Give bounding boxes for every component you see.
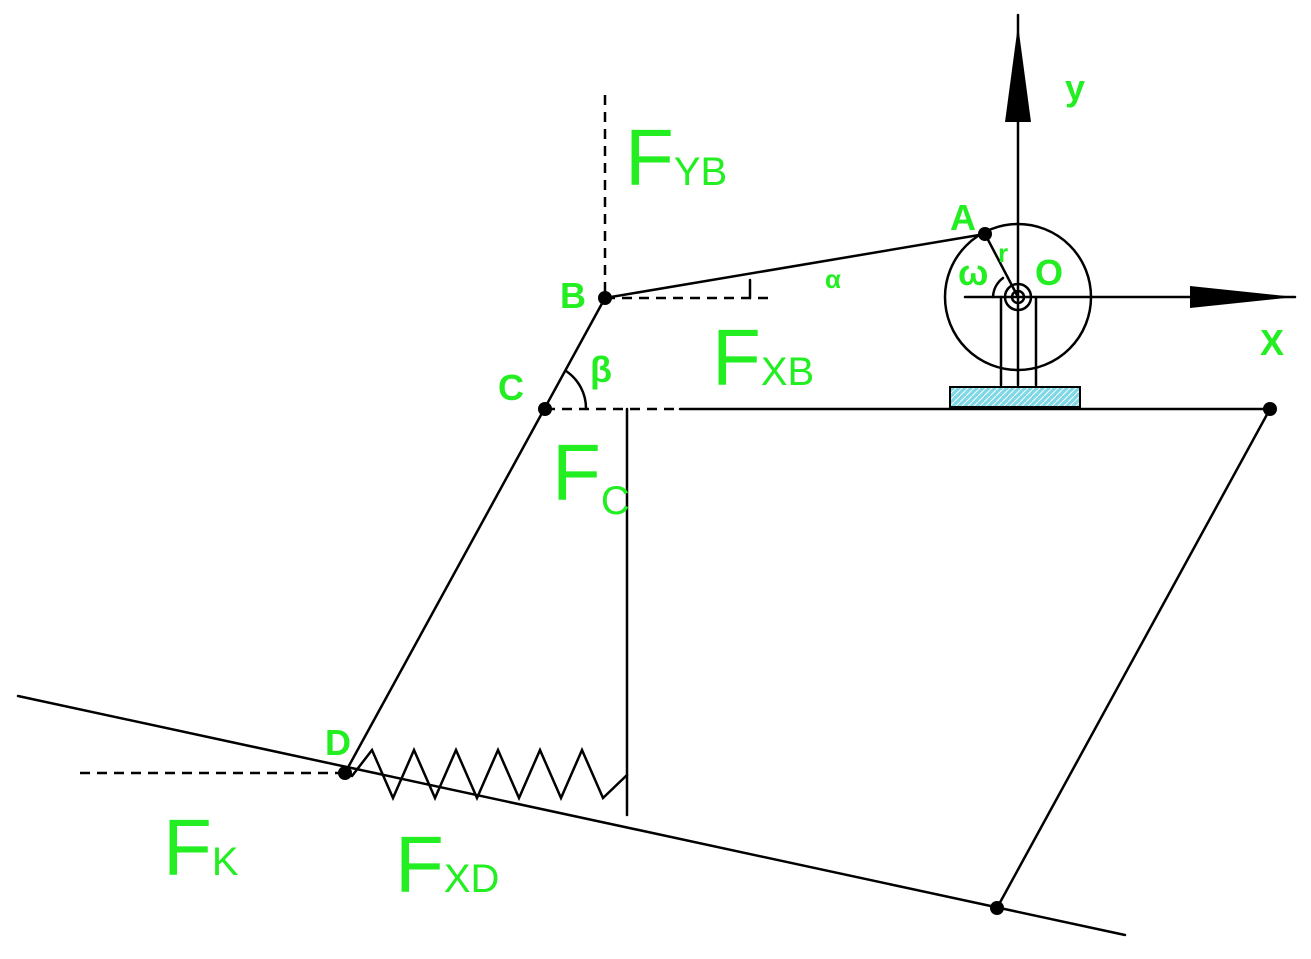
omega-arc [991,276,1005,299]
force-fk-main: F [163,803,212,892]
point-a-label: A [950,197,976,238]
force-fc-main: F [552,428,601,517]
joint-top-right [1263,402,1277,416]
construction-lines [80,95,770,775]
crank-radius-line [983,232,1020,299]
force-fyb-label: FYB [625,113,727,202]
connecting-rod-ab [603,232,987,300]
force-fk-label: FK [163,803,239,892]
force-fk-sub: K [212,840,239,884]
swing-link-bd [343,296,607,775]
joint-bottom-right [990,901,1004,915]
force-fxd-label: FXD [395,820,499,909]
force-fyb-sub: YB [674,150,727,194]
force-fxd-main: F [395,820,444,909]
right-link [995,407,1272,910]
force-fxd-sub: XD [444,857,500,901]
pivot-inner-ring [1010,289,1026,305]
force-fxb-label: FXB [712,313,814,402]
crank-wheel [943,222,1093,408]
y-axis-label: y [1065,67,1085,108]
crank-circle [943,222,1093,372]
point-c-label: C [498,367,524,408]
point-b-label: B [560,275,586,316]
force-fxb-sub: XB [761,350,814,394]
joint-b [598,291,612,305]
radius-r-label: r [998,238,1008,268]
joint-a [978,227,992,241]
ground-base [949,386,1081,408]
force-fc-sub: C [601,479,630,523]
beta-arc [564,369,588,411]
force-fyb-main: F [625,113,674,202]
inclined-ground-line [16,694,1127,937]
labels: y X A B C D O ω r α β FYB FXB FC FK FXD [163,67,1284,909]
x-axis-arrowhead [1190,286,1295,308]
joints [338,227,1277,915]
point-o-label: O [1035,252,1063,293]
point-d-label: D [325,722,351,763]
x-axis-label: X [1260,322,1284,363]
spring [350,746,629,802]
joint-d [338,766,352,780]
pivot-outer-ring [1003,282,1033,312]
y-axis-arrowhead [1005,25,1031,122]
coordinate-axes [963,13,1297,387]
joint-c [538,402,552,416]
force-fxb-main: F [712,313,761,402]
linkage [16,232,1272,937]
force-fc-label: FC [552,428,630,523]
alpha-label: α [825,264,841,294]
beta-label: β [590,349,612,390]
omega-label: ω [958,252,988,293]
